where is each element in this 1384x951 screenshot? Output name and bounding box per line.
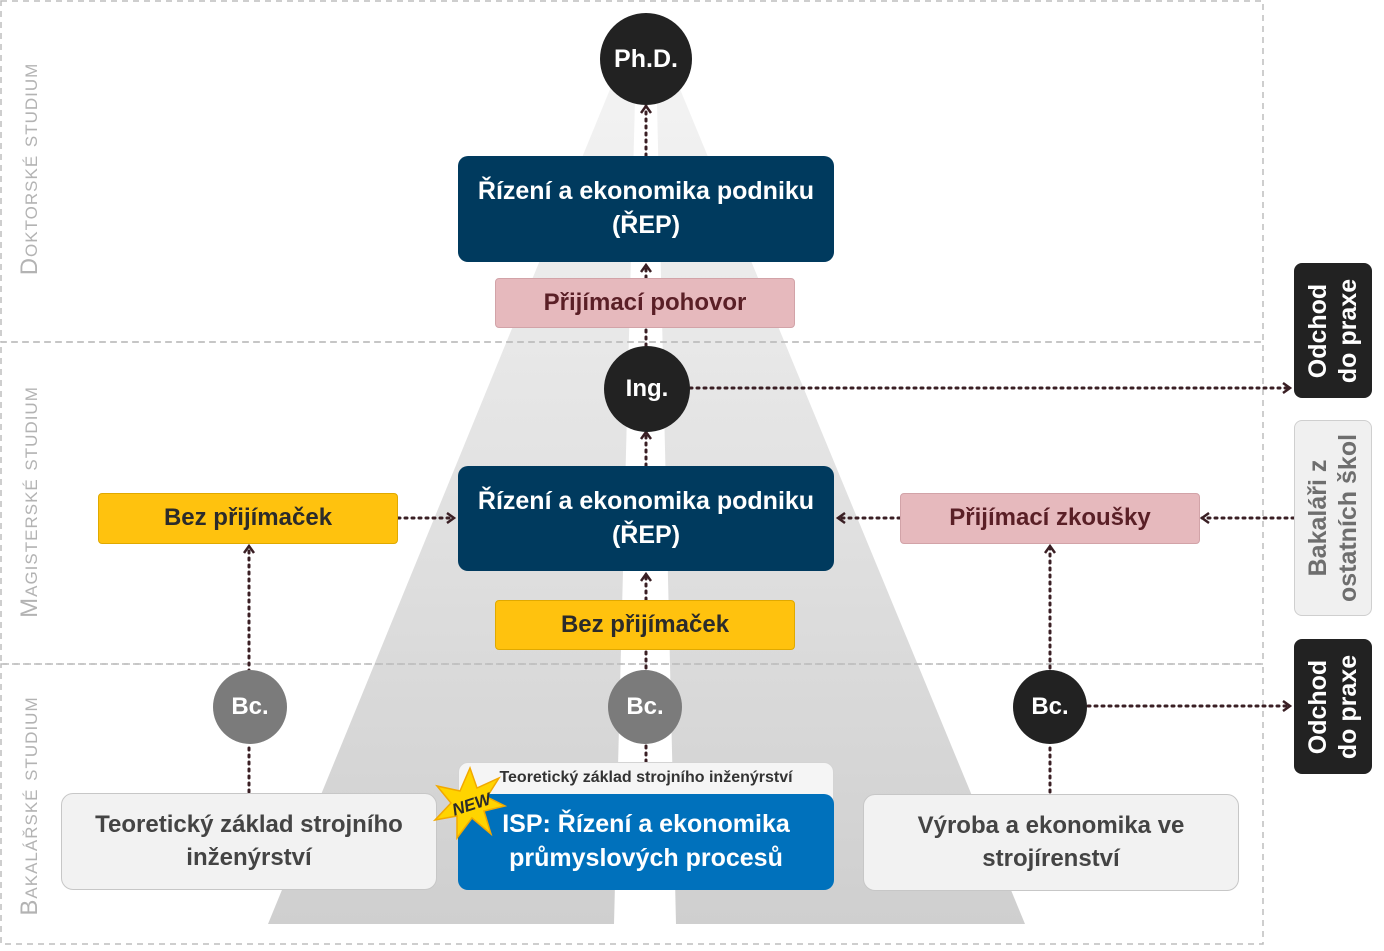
exit-bottom-box: Odchod do praxe	[1294, 639, 1372, 774]
degree-phd: Ph.D.	[600, 13, 692, 105]
isp-line2: průmyslových procesů	[509, 844, 783, 872]
entrance-exams-box: Přijímací zkoušky	[900, 493, 1200, 544]
rep-doctoral-line2: (ŘEP)	[611, 211, 681, 239]
bachelors-line1: Bakaláři z	[1304, 459, 1332, 577]
exit-bottom-text: Odchod do praxe	[1303, 654, 1363, 758]
zone-border-bachelor	[0, 663, 1264, 945]
vyroba-box: Výroba a ekonomika ve strojírenství	[863, 794, 1239, 891]
rep-doctoral-line1: Řízení a ekonomika podniku	[477, 177, 815, 206]
isp-line1: ISP: Řízení a ekonomika	[502, 810, 790, 839]
rep-master-line2: (ŘEP)	[611, 520, 681, 549]
vyroba-line1: Výroba a ekonomika ve	[917, 812, 1185, 840]
zone-label-doctoral: Doktorské studium	[16, 62, 43, 276]
exit-top-box: Odchod do praxe	[1294, 263, 1372, 398]
bachelors-other-schools-text: Bakaláři z ostatních škol	[1303, 434, 1363, 602]
zone-label-bachelor: Bakalářské studium	[16, 696, 43, 916]
interview-box: Přijímací pohovor	[495, 278, 795, 328]
degree-ing: Ing.	[604, 346, 690, 432]
isp-box: ISP: Řízení a ekonomika průmyslových pro…	[458, 794, 834, 890]
exit-top-line2: do praxe	[1334, 278, 1362, 383]
zone-label-master: Magisterské studium	[16, 386, 43, 618]
exit-bottom-line1: Odchod	[1304, 659, 1332, 754]
rep-master-box: Řízení a ekonomika podniku (ŘEP)	[458, 466, 834, 571]
no-exam-center-box: Bez přijímaček	[495, 600, 795, 650]
degree-bc-center: Bc.	[608, 670, 682, 744]
no-exam-left-box: Bez přijímaček	[98, 493, 398, 544]
rep-doctoral-box: Řízení a ekonomika podniku (ŘEP)	[458, 156, 834, 262]
bachelors-line2: ostatních škol	[1334, 433, 1362, 603]
rep-master-line1: Řízení a ekonomika podniku	[477, 486, 815, 515]
tz-left-line1: Teoretický základ strojního	[95, 811, 403, 839]
exit-top-line1: Odchod	[1304, 283, 1332, 378]
exit-bottom-line2: do praxe	[1334, 654, 1362, 759]
tz-left-box: Teoretický základ strojního inženýrství	[61, 793, 437, 890]
degree-bc-left: Bc.	[213, 670, 287, 744]
vyroba-line2: strojírenství	[982, 844, 1120, 872]
exit-top-text: Odchod do praxe	[1303, 278, 1363, 382]
degree-bc-right: Bc.	[1013, 670, 1087, 744]
tz-left-line2: inženýrství	[186, 843, 312, 871]
bachelors-other-schools-box: Bakaláři z ostatních škol	[1294, 420, 1372, 616]
new-badge-icon: NEW	[433, 766, 507, 840]
